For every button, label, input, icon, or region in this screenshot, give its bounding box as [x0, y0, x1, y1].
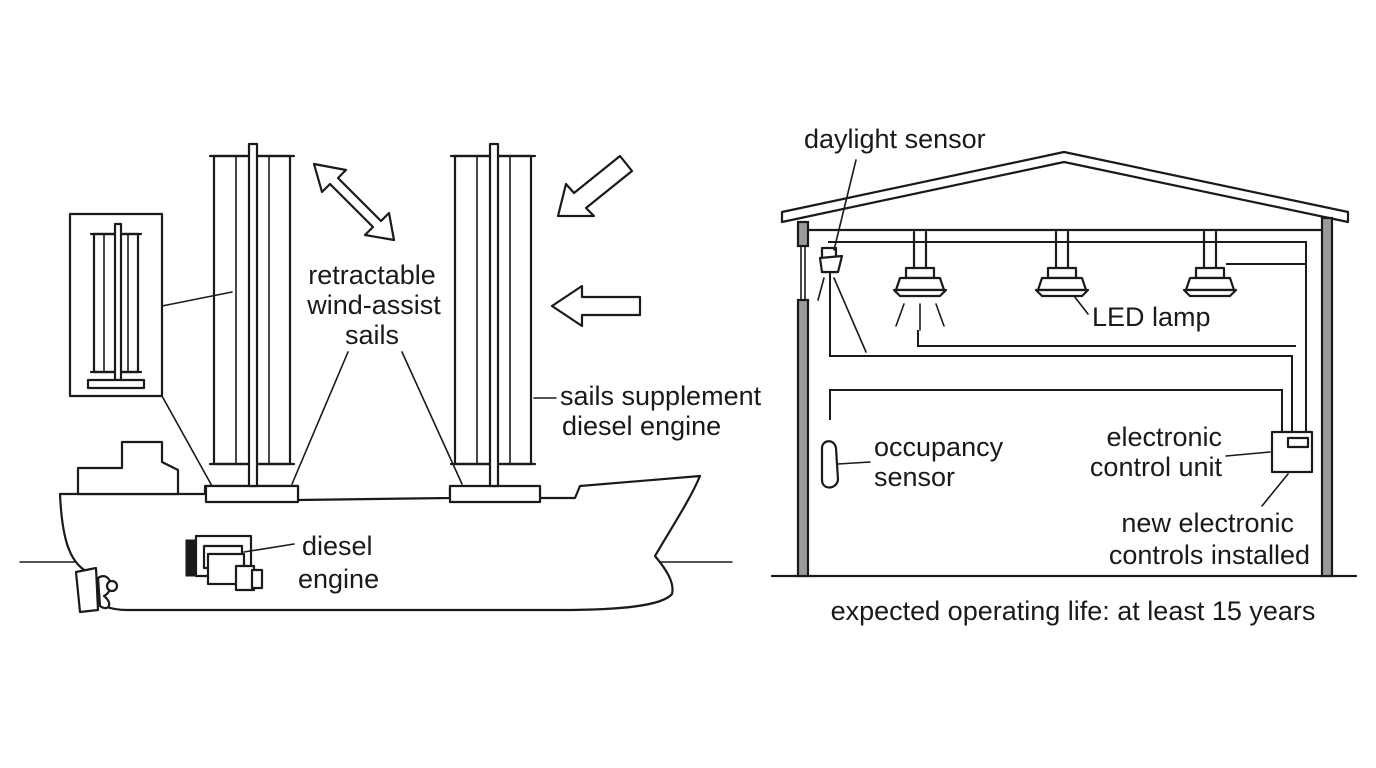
led-lamp-label: LED lamp: [1092, 302, 1211, 332]
sails-label-line-1: retractable: [308, 260, 436, 290]
building-panel: daylight sensor LED lamp occupancy senso…: [770, 124, 1358, 626]
control-unit-label-line-1: electronic: [1106, 422, 1222, 452]
occupancy-sensor-icon: [820, 440, 840, 489]
daylight-sensor-icon: [817, 246, 867, 353]
engine-label-line-1: diesel: [302, 531, 373, 561]
wind-arrow-horizontal-icon: [550, 284, 642, 328]
sail-base-left: [204, 484, 300, 504]
led-lamp-icon-3: [1182, 230, 1238, 298]
new-controls-label-line-1: new electronic: [1121, 508, 1294, 538]
sails-label-line-2: wind-assist: [306, 290, 441, 320]
sails-label-line-3: sails: [345, 320, 399, 350]
control-unit-icon: [1270, 430, 1314, 474]
led-lamp-icon-1: [892, 230, 948, 331]
left-wall-upper: [796, 220, 810, 248]
occupancy-label-line-1: occupancy: [874, 432, 1004, 462]
led-lamp-icon-2: [1034, 230, 1090, 298]
diesel-engine-icon: [185, 534, 264, 592]
propeller-icon: [74, 566, 119, 614]
control-unit-label-line-2: control unit: [1090, 452, 1223, 482]
supplement-label-line-2: diesel engine: [562, 411, 721, 441]
sail-base-right: [448, 484, 542, 504]
supplement-label-line-1: sails supplement: [560, 381, 762, 411]
ship-hull: [58, 474, 702, 612]
sail-right: [449, 142, 537, 488]
new-controls-label-line-2: controls installed: [1109, 540, 1310, 570]
wind-arrow-diagonal-icon: [556, 154, 634, 218]
daylight-sensor-label: daylight sensor: [804, 124, 986, 154]
double-arrow-icon: [312, 162, 396, 242]
sail-left: [208, 142, 296, 488]
left-wall-lower: [796, 298, 810, 578]
ship-panel: retractable wind-assist sails sails supp…: [19, 142, 762, 614]
control-wiring: [828, 241, 1307, 432]
right-wall: [1320, 216, 1334, 578]
operating-life-label: expected operating life: at least 15 yea…: [831, 596, 1316, 626]
building-roof: [780, 150, 1350, 224]
engine-label-line-2: engine: [298, 564, 379, 594]
retracted-sail-inset: [68, 212, 164, 398]
ship-bridge: [76, 440, 180, 496]
occupancy-label-line-2: sensor: [874, 462, 955, 492]
